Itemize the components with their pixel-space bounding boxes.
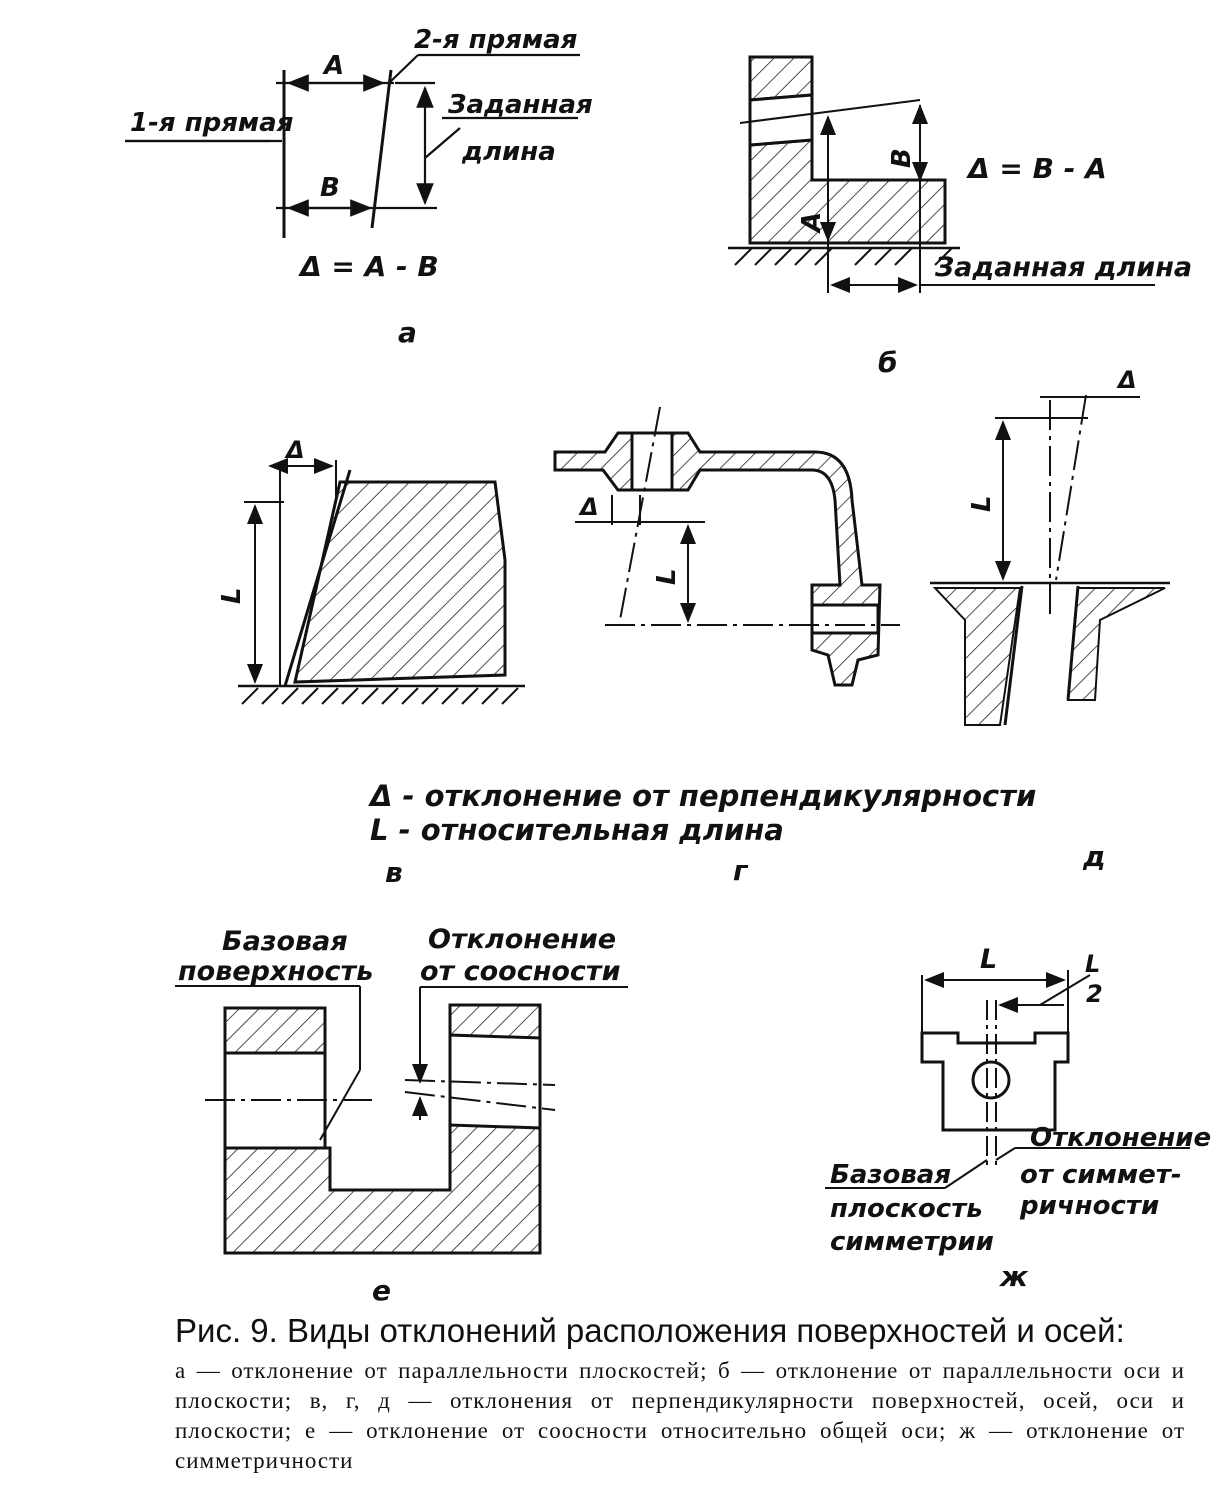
label-b-given-length: Заданная длина [934, 252, 1192, 283]
caption-body: а — отклонение от параллельности плоскос… [175, 1358, 1185, 1473]
panel-d [930, 394, 1170, 726]
panel-letter-d: д [1082, 840, 1106, 873]
label-b-dim-a: A [797, 212, 827, 234]
label-zh-dim-l: L [980, 944, 997, 975]
label-v-dim-l: L [217, 587, 247, 604]
label-line1: 1-я прямая [130, 108, 293, 138]
label-zh-sym-2: от симмет- [1020, 1160, 1182, 1190]
panel-a-labels: 2-я прямая 1-я прямая A B Заданная длина… [130, 25, 593, 349]
label-line2: 2-я прямая [414, 25, 577, 55]
panel-g [553, 406, 900, 687]
panel-letter-zh: ж [998, 1260, 1029, 1293]
panel-letter-v: в [385, 856, 403, 889]
label-zh-half-den: 2 [1086, 980, 1103, 1008]
label-given-length-1: Заданная [447, 90, 593, 120]
formula-b: Δ = B - A [966, 152, 1107, 185]
label-given-length-2: длина [461, 137, 556, 167]
legend-delta: Δ - отклонение от перпендикулярности [368, 779, 1036, 813]
label-d-dim-l: L [967, 495, 997, 512]
panel-d-labels: Δ L д [967, 366, 1137, 873]
label-e-coax-1: Отклонение [428, 924, 616, 955]
formula-a: Δ = A - B [298, 250, 439, 283]
label-e-base-2: поверхность [178, 956, 373, 987]
panel-zh-labels: L L 2 Отклонение от симмет- ричности Баз… [830, 944, 1211, 1293]
label-zh-base-2: плоскость [830, 1194, 983, 1224]
label-e-coax-2: от соосности [420, 956, 621, 987]
panel-v [238, 458, 525, 705]
label-zh-half-num: L [1085, 950, 1100, 978]
label-dim-b: B [320, 173, 340, 203]
panel-v-labels: Δ L в [217, 436, 403, 889]
panel-b-labels: B A Δ = B - A Заданная длина б [797, 148, 1192, 379]
panel-e [175, 985, 628, 1255]
panel-zh [825, 970, 1190, 1189]
label-v-delta: Δ [284, 436, 305, 464]
legend: Δ - отклонение от перпендикулярности L -… [368, 779, 1036, 847]
label-d-delta: Δ [1116, 366, 1137, 394]
label-g-delta: Δ [578, 493, 599, 521]
panel-g-labels: Δ L г [578, 493, 749, 887]
label-dim-a: A [322, 51, 344, 81]
panel-e-labels: Базовая поверхность Отклонение от соосно… [178, 924, 621, 1307]
label-e-base-1: Базовая [222, 926, 348, 957]
label-zh-sym-1: Отклонение [1030, 1123, 1211, 1153]
caption-title: Рис. 9. Виды отклонений расположения пов… [175, 1312, 1125, 1349]
label-zh-sym-3: ричности [1019, 1191, 1159, 1221]
label-zh-base-1: Базовая [830, 1160, 951, 1190]
label-b-dim-b: B [887, 148, 917, 168]
panel-letter-b: б [878, 346, 898, 379]
panel-letter-g: г [733, 854, 749, 887]
panel-a [125, 53, 580, 238]
label-g-dim-l: L [652, 568, 682, 585]
panel-b [728, 55, 1155, 293]
panel-letter-a: а [398, 316, 417, 349]
legend-l: L - относительная длина [370, 813, 784, 847]
label-zh-base-3: симметрии [830, 1227, 994, 1257]
panel-letter-e: е [372, 1274, 391, 1307]
